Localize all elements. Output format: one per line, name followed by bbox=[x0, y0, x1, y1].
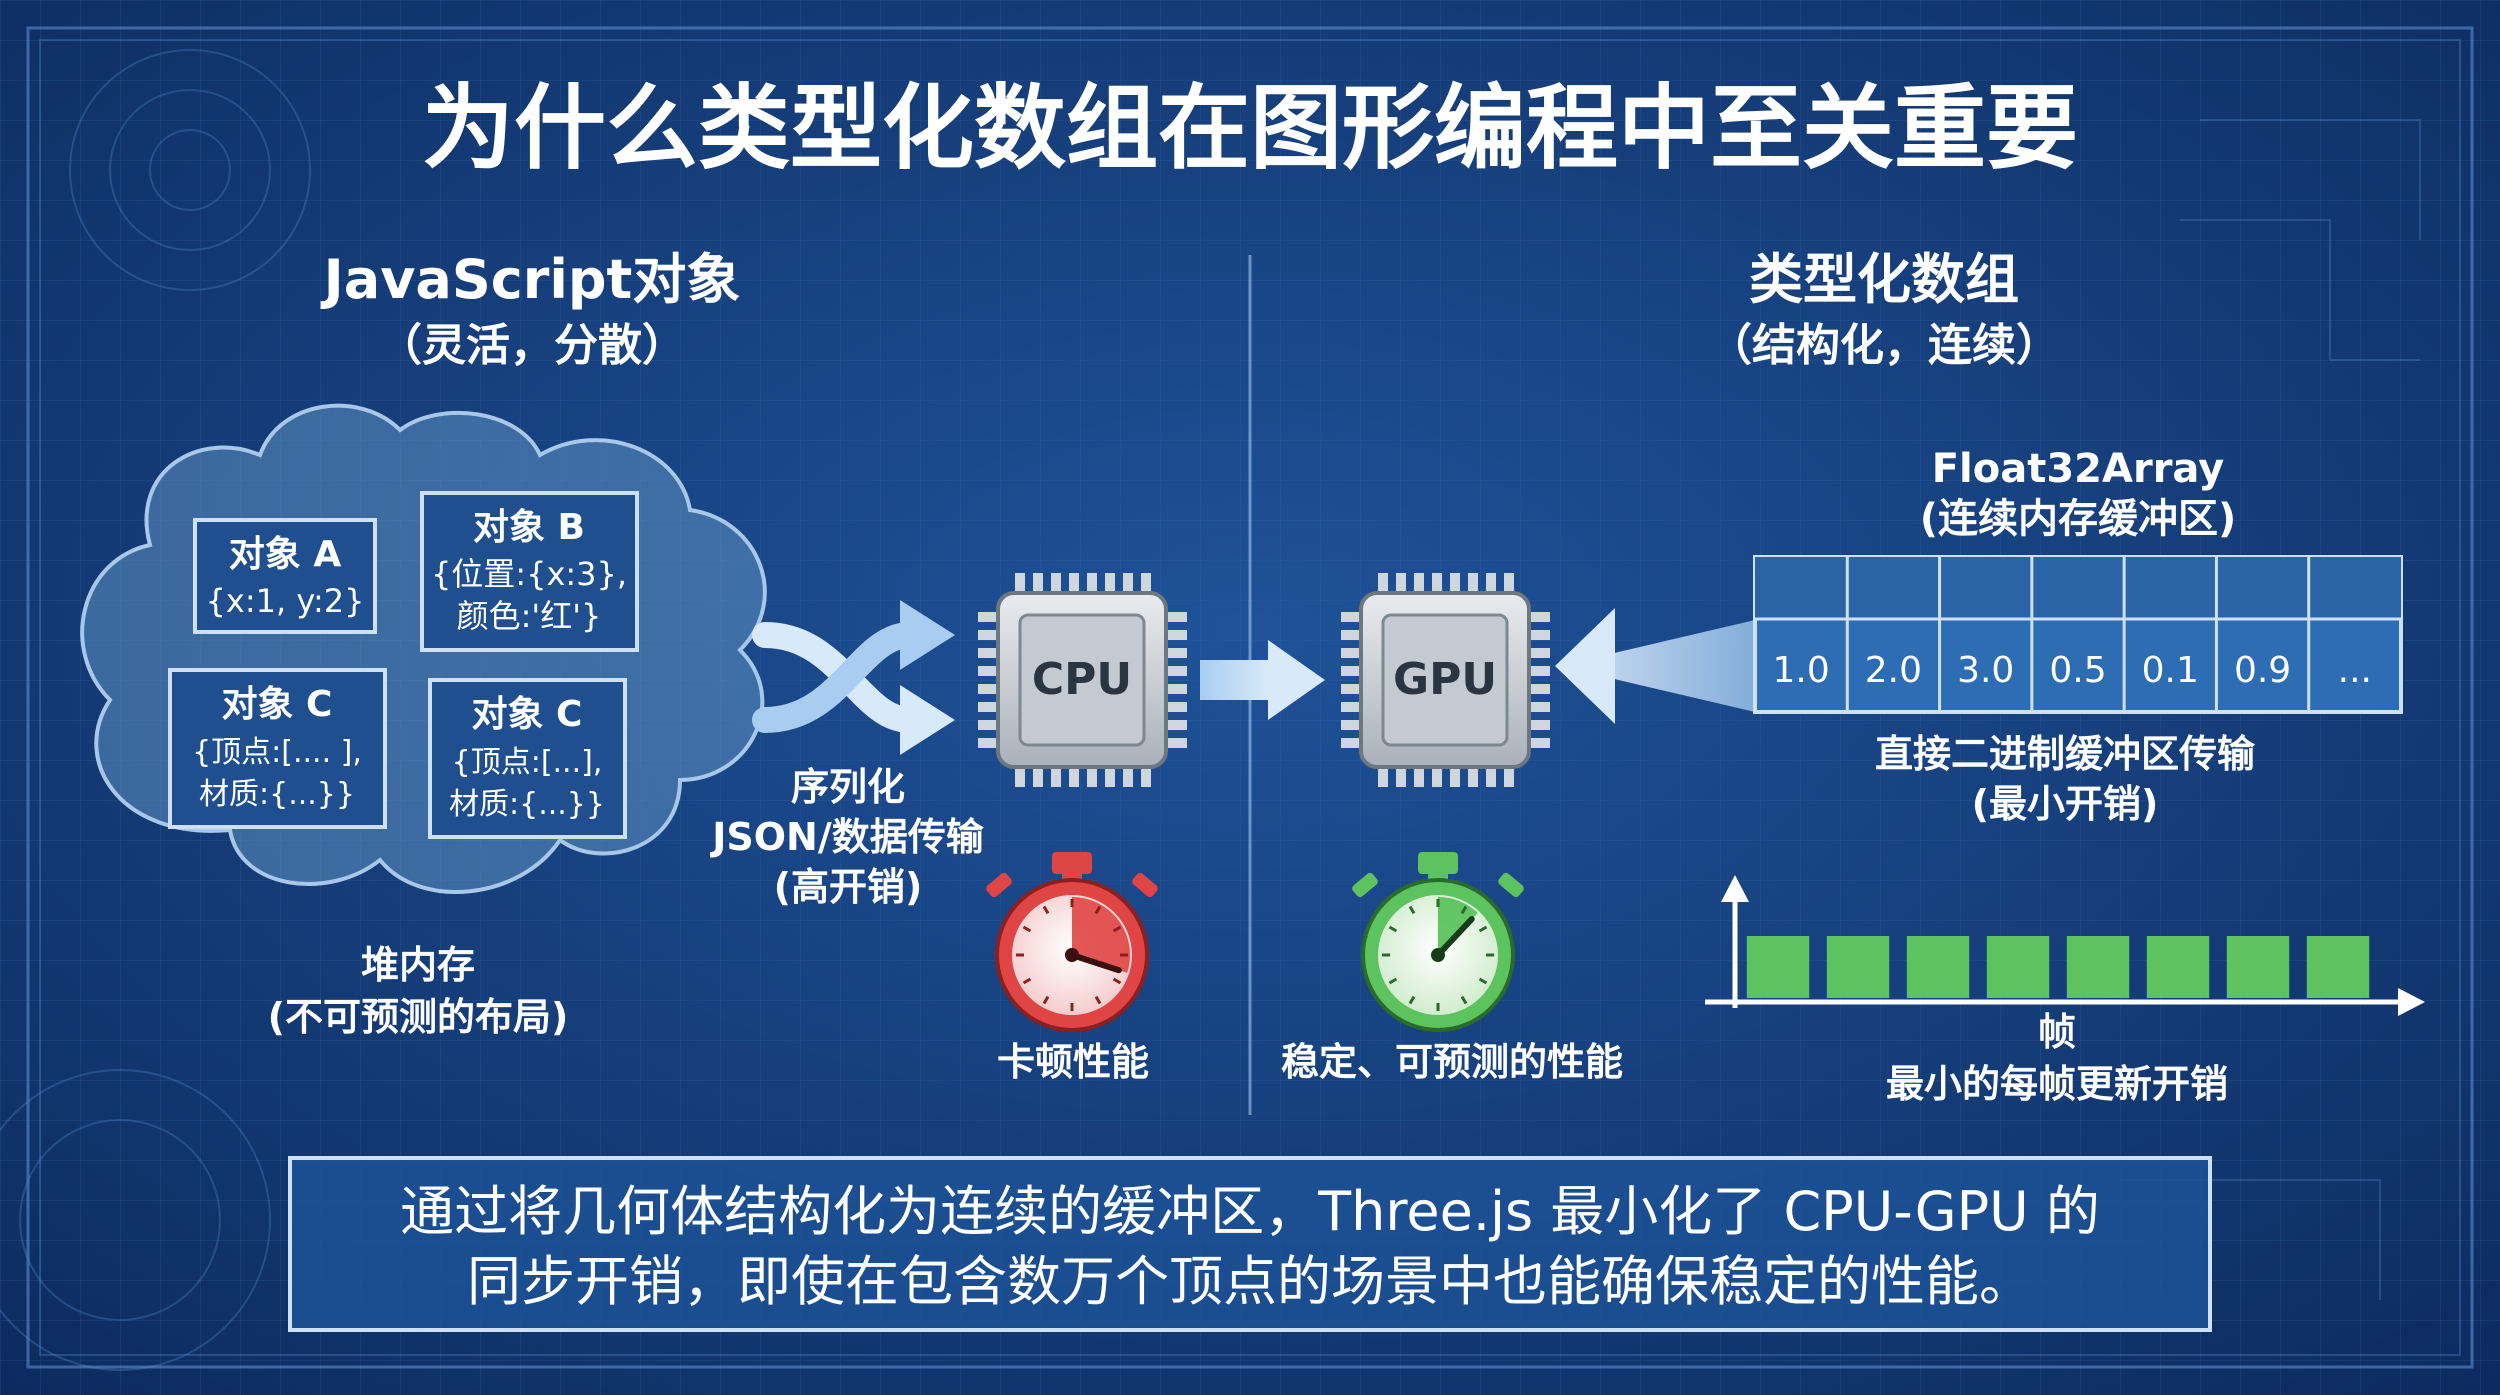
frame-bar bbox=[2146, 936, 2210, 998]
outer-frame bbox=[26, 26, 2474, 1369]
left-subheading: （灵活，分散） bbox=[378, 320, 686, 371]
serialize-line-3: (高开销) bbox=[774, 865, 923, 909]
buffer-cell-value: ... bbox=[2338, 650, 2372, 691]
timer-tick bbox=[1478, 977, 1488, 985]
object-a-name: 对象 A bbox=[229, 534, 342, 575]
gpu-chip-icon: GPU bbox=[1341, 573, 1550, 787]
object-box-a: 对象 A {x:1, y:2} bbox=[193, 518, 377, 634]
float32-buffer: 1.0 2.0 3.0 0.5 0.1 0.9... bbox=[1753, 555, 2403, 714]
timer-tick bbox=[1042, 995, 1050, 1005]
gpu-label: GPU bbox=[1393, 654, 1497, 705]
timer-tick bbox=[1460, 905, 1468, 915]
frame-bar bbox=[1746, 936, 1810, 998]
stable-performance-label: 稳定、可预测的性能 bbox=[1281, 1040, 1623, 1084]
transfer-label: 直接二进制缓冲区传输 bbox=[1875, 732, 2256, 776]
timer-tick bbox=[1388, 925, 1398, 933]
buffer-cell-value: 0.1 bbox=[2142, 650, 2199, 691]
timer-tick bbox=[1408, 905, 1416, 915]
timer-tick bbox=[1408, 995, 1416, 1005]
footer-panel: 通过将几何体结构化为连续的缓冲区，Three.js 最小化了 CPU-GPU 的… bbox=[288, 1156, 2212, 1332]
buffer-cell-value: 0.5 bbox=[2049, 650, 2106, 691]
timer-tick bbox=[1022, 977, 1032, 985]
object-c2-line-1: {顶点:[...], bbox=[452, 745, 603, 780]
frame-axis-label: 帧 bbox=[2038, 1010, 2076, 1054]
slow-timer-fill bbox=[1072, 897, 1130, 973]
cpu-to-gpu-arrow bbox=[1200, 640, 1325, 720]
object-c2-name: 对象 C bbox=[472, 694, 583, 735]
object-a-line-1: {x:1, y:2} bbox=[206, 582, 365, 620]
frame-bar bbox=[1826, 936, 1890, 998]
slow-performance-label: 卡顿性能 bbox=[997, 1040, 1149, 1084]
timer-tick bbox=[1388, 977, 1398, 985]
cpu-chip-icon: CPU bbox=[978, 573, 1187, 787]
slow-stopwatch-icon bbox=[986, 852, 1158, 1032]
timer-tick bbox=[1478, 925, 1488, 933]
buffer-cell-value: 1.0 bbox=[1773, 650, 1830, 691]
array-sublabel: (连续内存缓冲区) bbox=[1920, 496, 2237, 542]
heap-label: 堆内存 bbox=[361, 943, 475, 987]
timer-tick bbox=[1112, 925, 1122, 933]
frame-bar bbox=[2066, 936, 2130, 998]
frame-chart bbox=[1705, 875, 2425, 1016]
object-c1-line-2: 材质:{...}} bbox=[199, 777, 355, 812]
object-box-b: 对象 B {位置:{x:3}, 颜色:'红'} bbox=[420, 491, 639, 652]
buffer-cell-value: 0.9 bbox=[2234, 650, 2291, 691]
timer-tick bbox=[1094, 905, 1102, 915]
footer-line-1: 通过将几何体结构化为连续的缓冲区，Three.js 最小化了 CPU-GPU 的 bbox=[400, 1180, 2100, 1243]
object-b-line-2: 颜色:'红'} bbox=[457, 597, 602, 635]
timer-tick bbox=[1022, 925, 1032, 933]
shuffle-icon bbox=[752, 600, 955, 755]
timer-tick bbox=[1094, 995, 1102, 1005]
stable-timer-hand bbox=[1435, 916, 1475, 958]
frame-caption: 最小的每帧更新开销 bbox=[1886, 1062, 2228, 1106]
slow-timer-hand bbox=[1069, 952, 1122, 974]
array-name: Float32Array bbox=[1932, 446, 2225, 492]
right-subheading: （结构化，连续） bbox=[1708, 320, 2060, 371]
left-heading: JavaScript对象 bbox=[320, 248, 741, 311]
frame-bar bbox=[1986, 936, 2050, 998]
page-title: 为什么类型化数组在图形编程中至关重要 bbox=[422, 75, 2078, 182]
buffer-cell-value: 2.0 bbox=[1865, 650, 1922, 691]
frame-bar bbox=[1906, 936, 1970, 998]
blueprint-decorations bbox=[0, 49, 2421, 1371]
object-c2-line-2: 材质:{...}} bbox=[449, 787, 605, 822]
timer-tick bbox=[1460, 995, 1468, 1005]
heap-sublabel: (不可预测的布局) bbox=[268, 995, 569, 1039]
object-c1-name: 对象 C bbox=[222, 684, 333, 725]
buffer-transfer-arrow bbox=[1555, 608, 1755, 724]
right-heading: 类型化数组 bbox=[1749, 248, 2019, 311]
serialize-line-1: 序列化 bbox=[791, 765, 905, 809]
inner-frame bbox=[39, 39, 2461, 1356]
object-b-name: 对象 B bbox=[473, 507, 585, 548]
stable-stopwatch-icon bbox=[1352, 852, 1524, 1032]
serialize-line-2: JSON/数据传输 bbox=[709, 815, 984, 859]
footer-line-2: 同步开销，即使在包含数万个顶点的场景中也能确保稳定的性能。 bbox=[467, 1250, 2033, 1313]
frame-bar bbox=[2226, 936, 2290, 998]
buffer-cell-value: 3.0 bbox=[1957, 650, 2014, 691]
object-box-c1: 对象 C {顶点:[.... ], 材质:{...}} bbox=[168, 668, 387, 829]
frame-bar bbox=[2306, 936, 2370, 998]
transfer-sublabel: (最小开销) bbox=[1972, 782, 2159, 826]
object-c1-line-1: {顶点:[.... ], bbox=[192, 735, 362, 770]
object-b-line-1: {位置:{x:3}, bbox=[431, 555, 627, 593]
cpu-label: CPU bbox=[1032, 654, 1132, 705]
object-box-c2: 对象 C {顶点:[...], 材质:{...}} bbox=[428, 678, 627, 839]
timer-tick bbox=[1112, 977, 1122, 985]
timer-tick bbox=[1042, 905, 1050, 915]
